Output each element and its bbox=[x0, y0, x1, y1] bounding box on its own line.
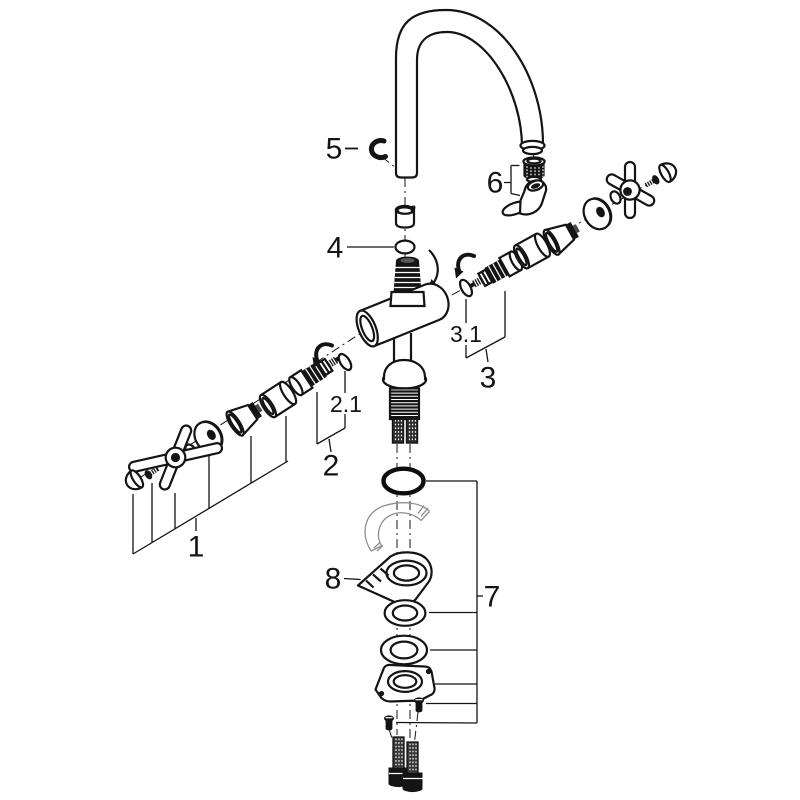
handle-cap-left bbox=[124, 469, 145, 491]
fixing-screw-left bbox=[384, 715, 394, 731]
threaded-stud-tails bbox=[391, 418, 419, 444]
o-ring-2-1 bbox=[337, 352, 353, 372]
mounting-plate bbox=[374, 663, 436, 703]
faucet-body bbox=[355, 282, 450, 348]
ghost-wedge bbox=[364, 502, 430, 552]
cartridge-right bbox=[469, 250, 524, 288]
callout-2: 2 bbox=[323, 450, 340, 483]
aerator-insert bbox=[522, 156, 546, 184]
handle-boss-right bbox=[609, 190, 622, 205]
cone-adapter-right bbox=[542, 222, 580, 256]
spout-tube bbox=[394, 8, 546, 179]
spout-end-piece bbox=[501, 179, 548, 217]
callout-leaders bbox=[132, 147, 521, 724]
large-o-ring bbox=[381, 466, 426, 496]
callout-labels: 1 2 2.1 3 3.1 4 5 6 7 8 bbox=[188, 133, 504, 614]
callout-2-1: 2.1 bbox=[330, 391, 362, 417]
aerator-group bbox=[501, 156, 548, 217]
wedge-support bbox=[356, 551, 433, 607]
callout-7: 7 bbox=[484, 581, 501, 614]
handle-screw-left bbox=[144, 466, 160, 480]
callout-3-1: 3.1 bbox=[450, 321, 482, 347]
retaining-clip bbox=[368, 138, 388, 161]
flange-disc-right bbox=[582, 197, 613, 231]
handle-cap-right bbox=[658, 162, 678, 184]
sleeve-right bbox=[512, 232, 552, 270]
cartridge-left bbox=[288, 356, 341, 397]
callout-3: 3 bbox=[480, 362, 497, 395]
handle-screw-right bbox=[644, 175, 660, 188]
sleeve-left bbox=[258, 380, 298, 419]
callout-5: 5 bbox=[326, 133, 343, 166]
handle-assembly-left bbox=[124, 342, 353, 491]
fixing-screw-right bbox=[414, 697, 424, 713]
mounting-stack bbox=[356, 466, 436, 793]
washer-1 bbox=[383, 599, 427, 627]
cone-adapter-left bbox=[225, 402, 263, 437]
neck-boss bbox=[389, 290, 426, 308]
base-column bbox=[381, 333, 428, 444]
threaded-stud-left bbox=[388, 736, 409, 788]
callout-4: 4 bbox=[327, 232, 344, 265]
threaded-neck bbox=[393, 256, 422, 293]
callout-6: 6 bbox=[487, 167, 504, 200]
handle-assembly-right bbox=[454, 160, 678, 298]
threaded-stud-right bbox=[402, 741, 423, 793]
o-ring-small bbox=[394, 239, 416, 255]
o-ring-3-1 bbox=[458, 278, 474, 298]
cross-handle-left bbox=[127, 424, 224, 491]
callout-1: 1 bbox=[188, 531, 205, 564]
rotation-arrow-left bbox=[312, 342, 334, 368]
washer-2 bbox=[379, 634, 429, 666]
rotation-arrow-right bbox=[454, 252, 476, 279]
cross-handle-right bbox=[605, 160, 656, 220]
spout-collar bbox=[394, 204, 416, 229]
callout-8: 8 bbox=[325, 563, 342, 596]
